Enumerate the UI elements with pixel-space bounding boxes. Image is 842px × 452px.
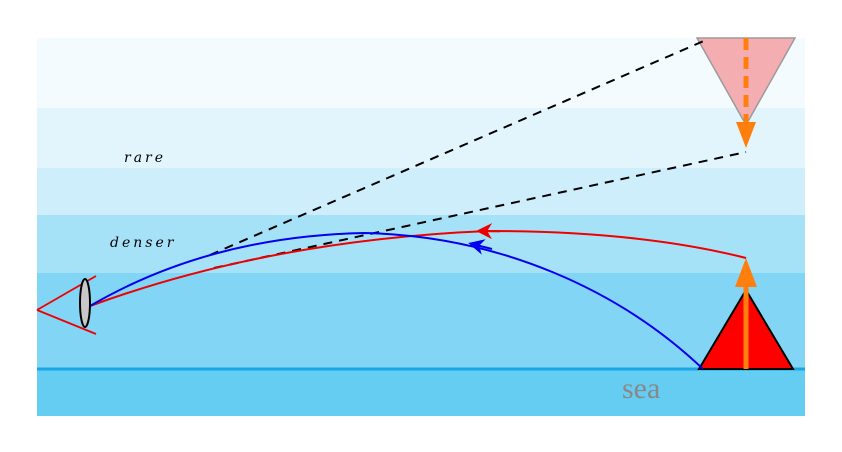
sight-line-top (209, 39, 707, 256)
atmosphere-layer-1 (37, 38, 805, 108)
ray-red (89, 229, 747, 307)
label-rare: rare (124, 150, 166, 166)
ray-blue (89, 231, 704, 370)
sight-line-bottom (213, 151, 747, 269)
eye-lens (79, 278, 91, 328)
eye-icon (36, 275, 97, 335)
label-sea: sea (622, 372, 660, 405)
atmosphere-layer-2 (37, 108, 805, 168)
sea-region (37, 369, 805, 416)
label-denser: denser (110, 235, 176, 251)
atmosphere-layer-5 (37, 273, 805, 369)
ray-blue-arrow (468, 239, 493, 255)
image-arrow-head (736, 122, 756, 148)
atmosphere-layers (37, 38, 805, 416)
atmosphere-layer-3 (37, 168, 805, 215)
object-arrow-head (735, 258, 757, 287)
